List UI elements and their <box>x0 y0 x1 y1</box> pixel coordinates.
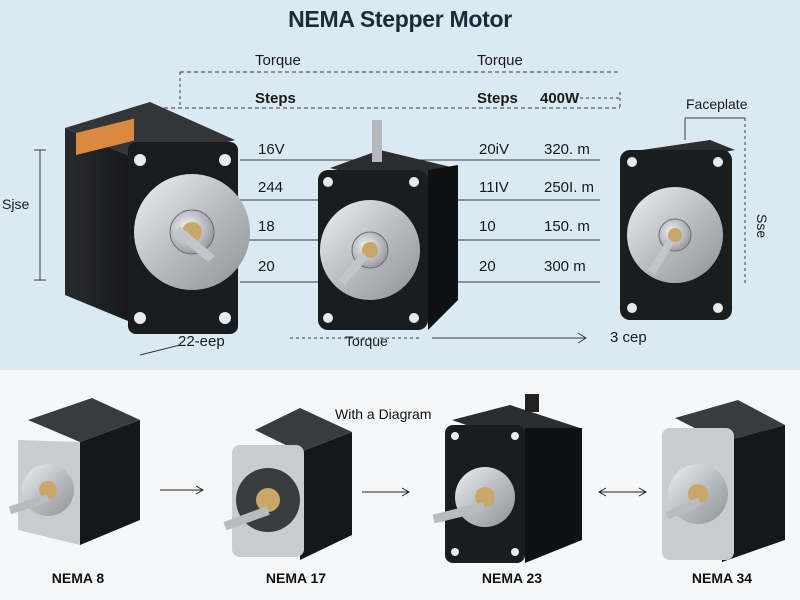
table-right-value: 150. m <box>544 218 590 235</box>
diagram-label: With a Diagram <box>335 406 432 422</box>
motor-nema-23 <box>432 394 582 563</box>
bottom-left-label: 22-eep <box>178 333 225 350</box>
size-label-right: Sse <box>754 214 770 239</box>
bottom-torque-label: Torque <box>345 333 388 349</box>
table-mid-value: 11IV <box>479 179 509 196</box>
motor-large-left <box>65 102 250 334</box>
motor-nema-8 <box>8 398 140 545</box>
table-left-value: 20 <box>258 258 275 275</box>
table-left-value: 244 <box>258 179 284 196</box>
torque-label-right: Torque <box>477 52 523 69</box>
steps-label-left: Steps <box>255 90 296 107</box>
steps-label-right: Steps <box>477 90 518 107</box>
torque-label-left: Torque <box>255 52 301 69</box>
bottom-arrows <box>160 485 648 497</box>
page-title: NEMA Stepper Motor <box>288 6 512 32</box>
caption-nema-23: NEMA 23 <box>481 570 543 586</box>
motor-middle <box>318 120 458 330</box>
size-label-left: Sjse <box>2 196 30 212</box>
table-right-value: 250I. m <box>544 179 595 196</box>
bottom-right-label: 3 cep <box>610 329 647 346</box>
table-right-value: 300 m <box>544 258 586 275</box>
power-label: 400W <box>540 90 580 107</box>
faceplate-label: Faceplate <box>686 96 748 112</box>
caption-nema-34: NEMA 34 <box>691 570 753 586</box>
caption-nema-17: NEMA 17 <box>265 570 327 586</box>
table-mid-value: 20 <box>479 258 496 275</box>
caption-nema-8: NEMA 8 <box>51 570 105 586</box>
motor-right <box>620 140 735 320</box>
motor-nema-34 <box>662 400 785 562</box>
table-mid-value: 20iV <box>479 141 510 158</box>
motor-nema-17 <box>223 408 352 560</box>
table-left-value: 16V <box>258 141 285 158</box>
table-left-value: 18 <box>258 218 275 235</box>
table-mid-value: 10 <box>479 218 496 235</box>
table-right-value: 320. m <box>544 141 590 158</box>
